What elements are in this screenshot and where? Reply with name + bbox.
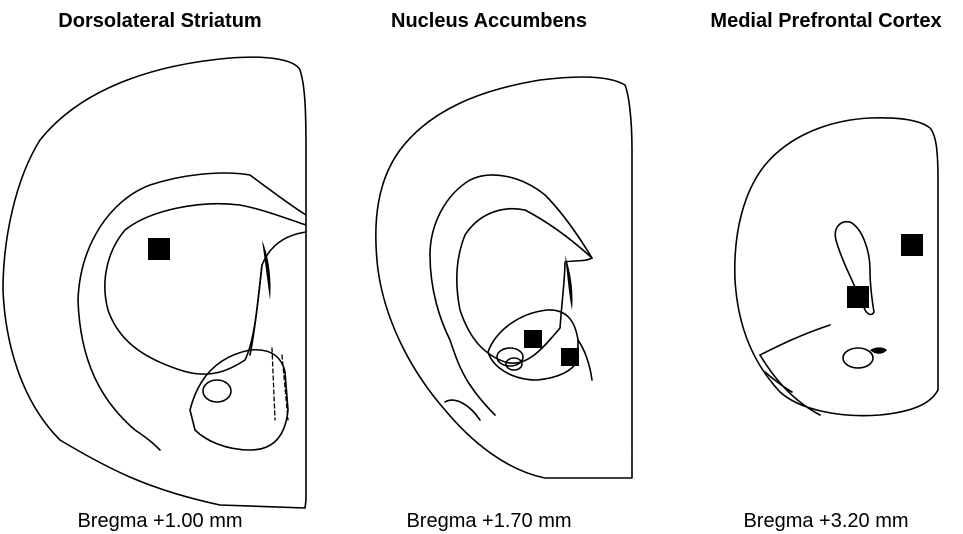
olfactory-region [760,355,820,415]
panel-caption-medial-prefrontal-cortex: Bregma +3.20 mm [743,510,908,533]
injection-site-marker [847,286,869,308]
brain-outline [735,118,938,416]
injection-site-marker [901,234,923,256]
anterior-commissure-dark [870,347,887,353]
olfactory-ventricle [843,348,873,368]
ventral-boundary [760,325,830,355]
